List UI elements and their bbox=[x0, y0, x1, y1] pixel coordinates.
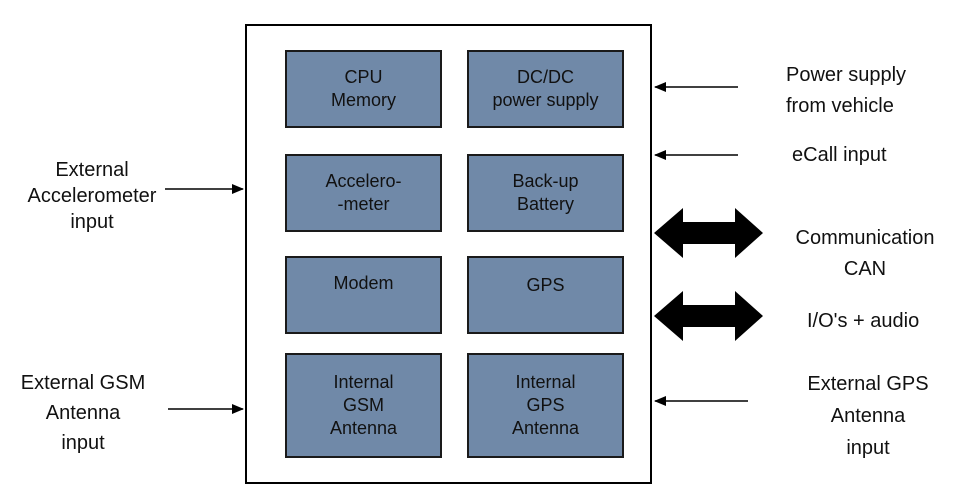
communication-can-double-arrow bbox=[654, 208, 763, 258]
backup-battery-block: Back-up Battery bbox=[467, 154, 624, 232]
io-audio-label: I/O's + audio bbox=[807, 310, 920, 332]
accelerometer-block: Accelero- -meter bbox=[285, 154, 442, 232]
io-audio-double-arrow bbox=[654, 291, 763, 341]
accelerometer-label: Accelero- -meter bbox=[325, 171, 402, 214]
cpu-memory-label: CPU Memory bbox=[330, 67, 396, 110]
modem-label: Modem bbox=[333, 273, 394, 293]
backup-battery-label: Back-up Battery bbox=[512, 171, 579, 214]
external-gsm-antenna-input-label: External GSM Antenna input bbox=[20, 372, 146, 454]
ecall-input-label: eCall input bbox=[792, 144, 887, 166]
internal-gps-antenna-label: Internal GPS Antenna bbox=[511, 372, 580, 438]
external-accelerometer-input-label: External Accelerometer input bbox=[27, 159, 157, 233]
internal-gsm-antenna-label: Internal GSM Antenna bbox=[329, 372, 398, 438]
cpu-memory-block: CPU Memory bbox=[285, 50, 442, 128]
dcdc-power-supply-block: DC/DC power supply bbox=[467, 50, 624, 128]
dcdc-power-supply-label: DC/DC power supply bbox=[492, 67, 599, 110]
internal-gsm-antenna-block: Internal GSM Antenna bbox=[285, 353, 442, 458]
modem-block: Modem bbox=[285, 256, 442, 334]
communication-can-label: Communication CAN bbox=[795, 227, 935, 280]
internal-gps-antenna-block: Internal GPS Antenna bbox=[467, 353, 624, 458]
external-gps-antenna-input-label: External GPS Antenna input bbox=[807, 373, 929, 459]
power-supply-from-vehicle-label: Power supply from vehicle bbox=[786, 64, 907, 117]
gps-label: GPS bbox=[526, 275, 565, 295]
gps-block: GPS bbox=[467, 256, 624, 334]
